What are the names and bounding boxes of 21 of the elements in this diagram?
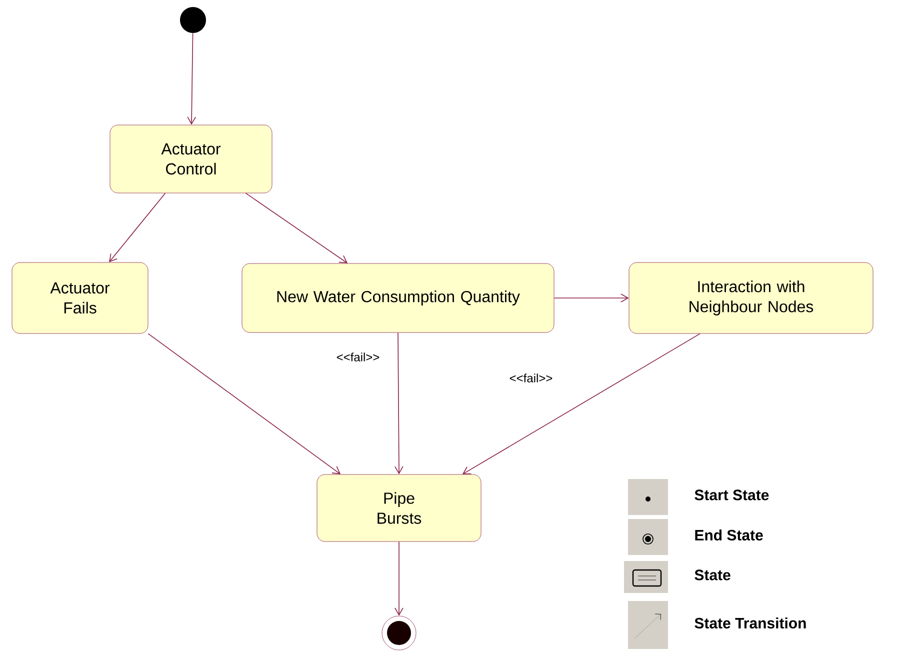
edge-label: <<fail>>: [508, 372, 554, 384]
arrow: [109, 192, 166, 262]
legend-label: End State: [695, 530, 763, 540]
start-state: [180, 7, 206, 33]
legend-label: Start State: [694, 490, 769, 500]
state-box: Interaction with Neighbour Nodes: [628, 262, 874, 334]
state-box: Pipe Bursts: [316, 474, 482, 542]
edge-label: <<fail>>: [335, 352, 381, 362]
arrow: [245, 192, 348, 264]
state-box: New Water Consumption Quantity: [242, 263, 554, 333]
state-box: Actuator Fails: [12, 262, 148, 334]
arrow: [462, 333, 700, 474]
state-box: Actuator Control: [110, 124, 272, 194]
arrow: [187, 32, 196, 125]
legend-label: State Transition: [694, 618, 806, 628]
end-state: [382, 616, 416, 650]
arrow: [148, 333, 341, 474]
legend-label: State: [694, 570, 730, 580]
arrow: [394, 541, 404, 616]
arrow: [554, 294, 629, 302]
arrow: [394, 332, 404, 474]
